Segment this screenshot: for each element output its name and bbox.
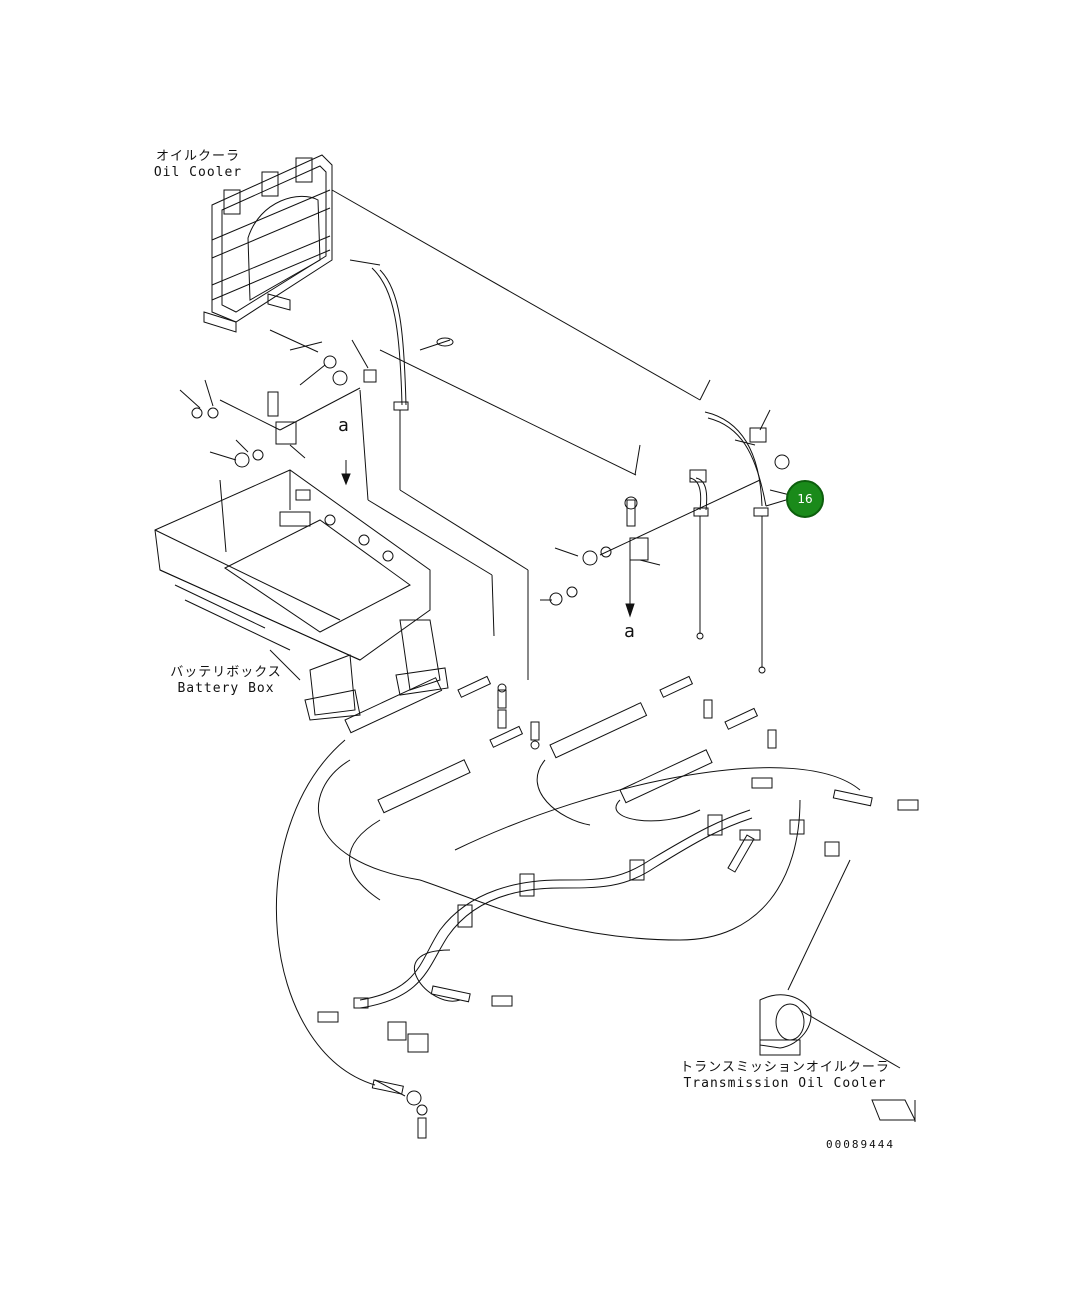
transmission-oil-cooler-label: トランスミッションオイルクーラ Transmission Oil Cooler [680, 1060, 890, 1092]
part-callout-16[interactable]: 16 [786, 480, 824, 518]
leader-lines-top [269, 189, 711, 680]
drawing-number: 00089444 [826, 1138, 895, 1151]
left-bracket-group [179, 339, 377, 468]
part-callout-number: 16 [797, 492, 813, 506]
view-marker-a-right: a [624, 621, 636, 642]
battery-box-label-jp: バッテリボックス [170, 665, 282, 680]
transmission-label-en: Transmission Oil Cooler [683, 1076, 887, 1091]
view-arrows [341, 460, 635, 618]
battery-box-drawing [154, 469, 449, 721]
hose-assemblies [275, 675, 861, 1097]
fittings [406, 683, 777, 1139]
oil-cooler-label: オイルクーラ Oil Cooler [150, 149, 246, 181]
transmission-tube [317, 777, 919, 1095]
right-bracket-group [540, 409, 790, 674]
transmission-label-jp: トランスミッションオイルクーラ [680, 1060, 890, 1075]
battery-box-label: バッテリボックス Battery Box [168, 665, 284, 697]
transmission-oil-cooler-drawing [759, 859, 916, 1122]
battery-box-label-en: Battery Box [177, 681, 275, 696]
oil-cooler-label-en: Oil Cooler [153, 165, 243, 180]
view-marker-a-left: a [338, 415, 350, 436]
oil-cooler-drawing [203, 154, 333, 333]
oil-cooler-label-jp: オイルクーラ [155, 149, 240, 164]
